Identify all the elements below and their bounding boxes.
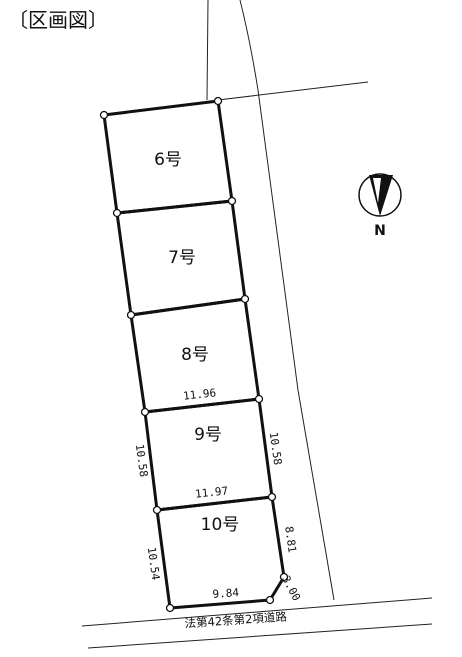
dimension-lot10-bottom: 9.84 [212,586,240,601]
vertex-marker [99,110,109,120]
lot-10-boundary[interactable] [155,495,286,610]
lot-label-8: 8号 [181,345,209,365]
compass-label: N [374,223,386,239]
dimension-lot9-left: 10.58 [133,443,150,478]
vertex-marker [279,572,289,582]
map-title: 〔区画図〕 [8,8,108,32]
road-line-right [239,0,335,601]
lot-boundary-extension [217,81,369,101]
road-label: 法第42条第2項道路 [184,609,288,630]
vertex-marker [213,96,223,106]
vertex-marker [152,505,162,515]
dimension-lot10-top: 11.97 [194,484,228,500]
north-arrow-icon: N [358,173,402,239]
vertex-marker [227,196,237,206]
vertex-marker [254,394,264,404]
dimension-lot10-right: 8.81 [282,525,299,553]
vertex-marker [112,208,122,218]
lot-label-9: 9号 [194,425,222,445]
vertex-marker [140,407,150,417]
lot-label-6: 6号 [154,150,182,170]
dimension-lot8-bottom: 11.96 [182,386,216,402]
vertex-marker [267,492,277,502]
dimension-lot9-right: 10.58 [267,431,284,466]
vertex-markers [99,96,289,613]
road-lines [81,0,433,649]
lot-label-7: 7号 [168,248,196,268]
vertex-marker [165,603,175,613]
front-road-lower-line [87,623,433,649]
front-road-upper-line [81,597,433,627]
dimension-lot10-corner: 3.00 [279,574,303,604]
vertex-marker [265,595,275,605]
dimension-lot10-left: 10.54 [145,546,163,581]
road-line-top-left [206,0,209,101]
vertex-marker [126,310,136,320]
lot-label-10: 10号 [201,515,240,535]
vertex-marker [240,294,250,304]
